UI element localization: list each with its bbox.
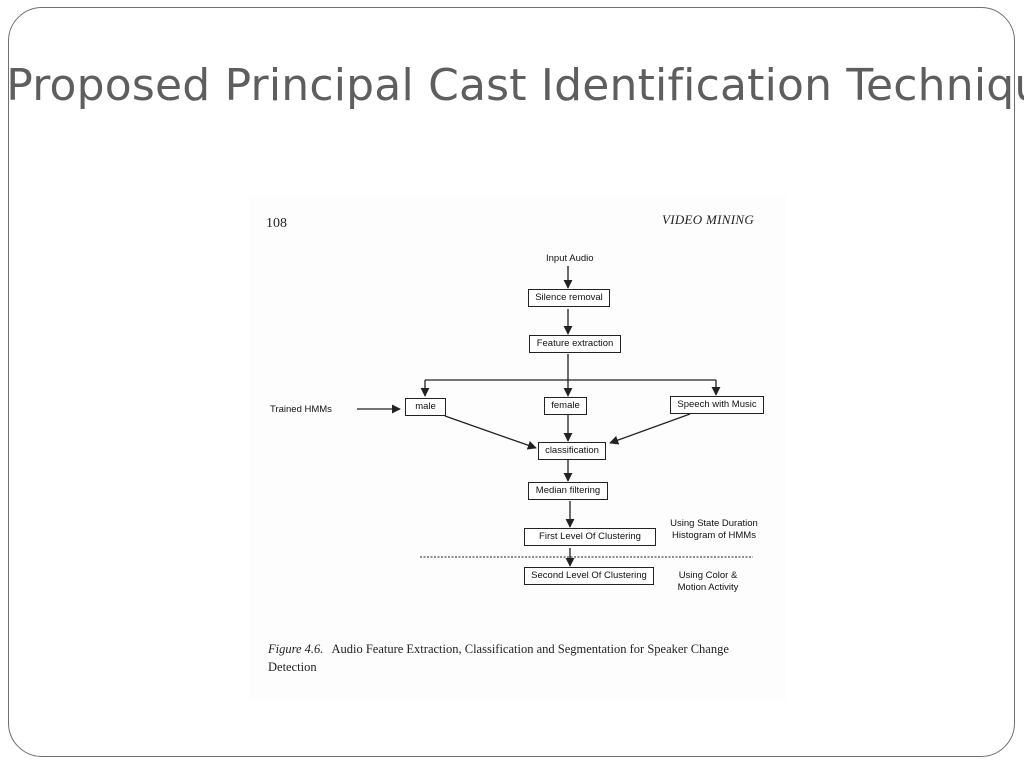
caption-text: Audio Feature Extraction, Classification… [268,642,729,674]
arrow-male-to-classification [444,415,537,450]
figure-caption: Figure 4.6.Audio Feature Extraction, Cla… [268,640,778,676]
input-audio-label: Input Audio [546,253,594,264]
female-box: female [544,397,587,415]
arrow-speech-to-classification [609,413,691,445]
running-head: VIDEO MINING [662,212,755,227]
silence-removal-box: Silence removal [528,289,610,307]
note-first-line1: Using State Duration [670,518,758,529]
scanned-book-page [249,195,786,700]
feature-extraction-box: Feature extraction [529,335,621,353]
note-first-level: Using State Duration Histogram of HMMs [666,518,762,542]
note-second-line2: Motion Activity [677,582,739,593]
note-second-line1: Using Color & [678,570,738,581]
trained-hmms-label: Trained HMMs [270,404,332,415]
note-first-line2: Histogram of HMMs [672,530,756,541]
classification-box: classification [538,442,606,460]
page-number: 108 [266,216,287,231]
male-box: male [405,398,446,416]
note-second-level: Using Color & Motion Activity [666,570,750,594]
figure-label: Figure 4.6. [268,642,324,656]
second-level-clustering-box: Second Level Of Clustering [524,567,654,585]
median-filtering-box: Median filtering [528,482,608,500]
speech-with-music-box: Speech with Music [670,396,764,414]
first-level-clustering-box: First Level Of Clustering [524,528,656,546]
slide-title: Proposed Principal Cast Identification T… [6,60,1024,112]
